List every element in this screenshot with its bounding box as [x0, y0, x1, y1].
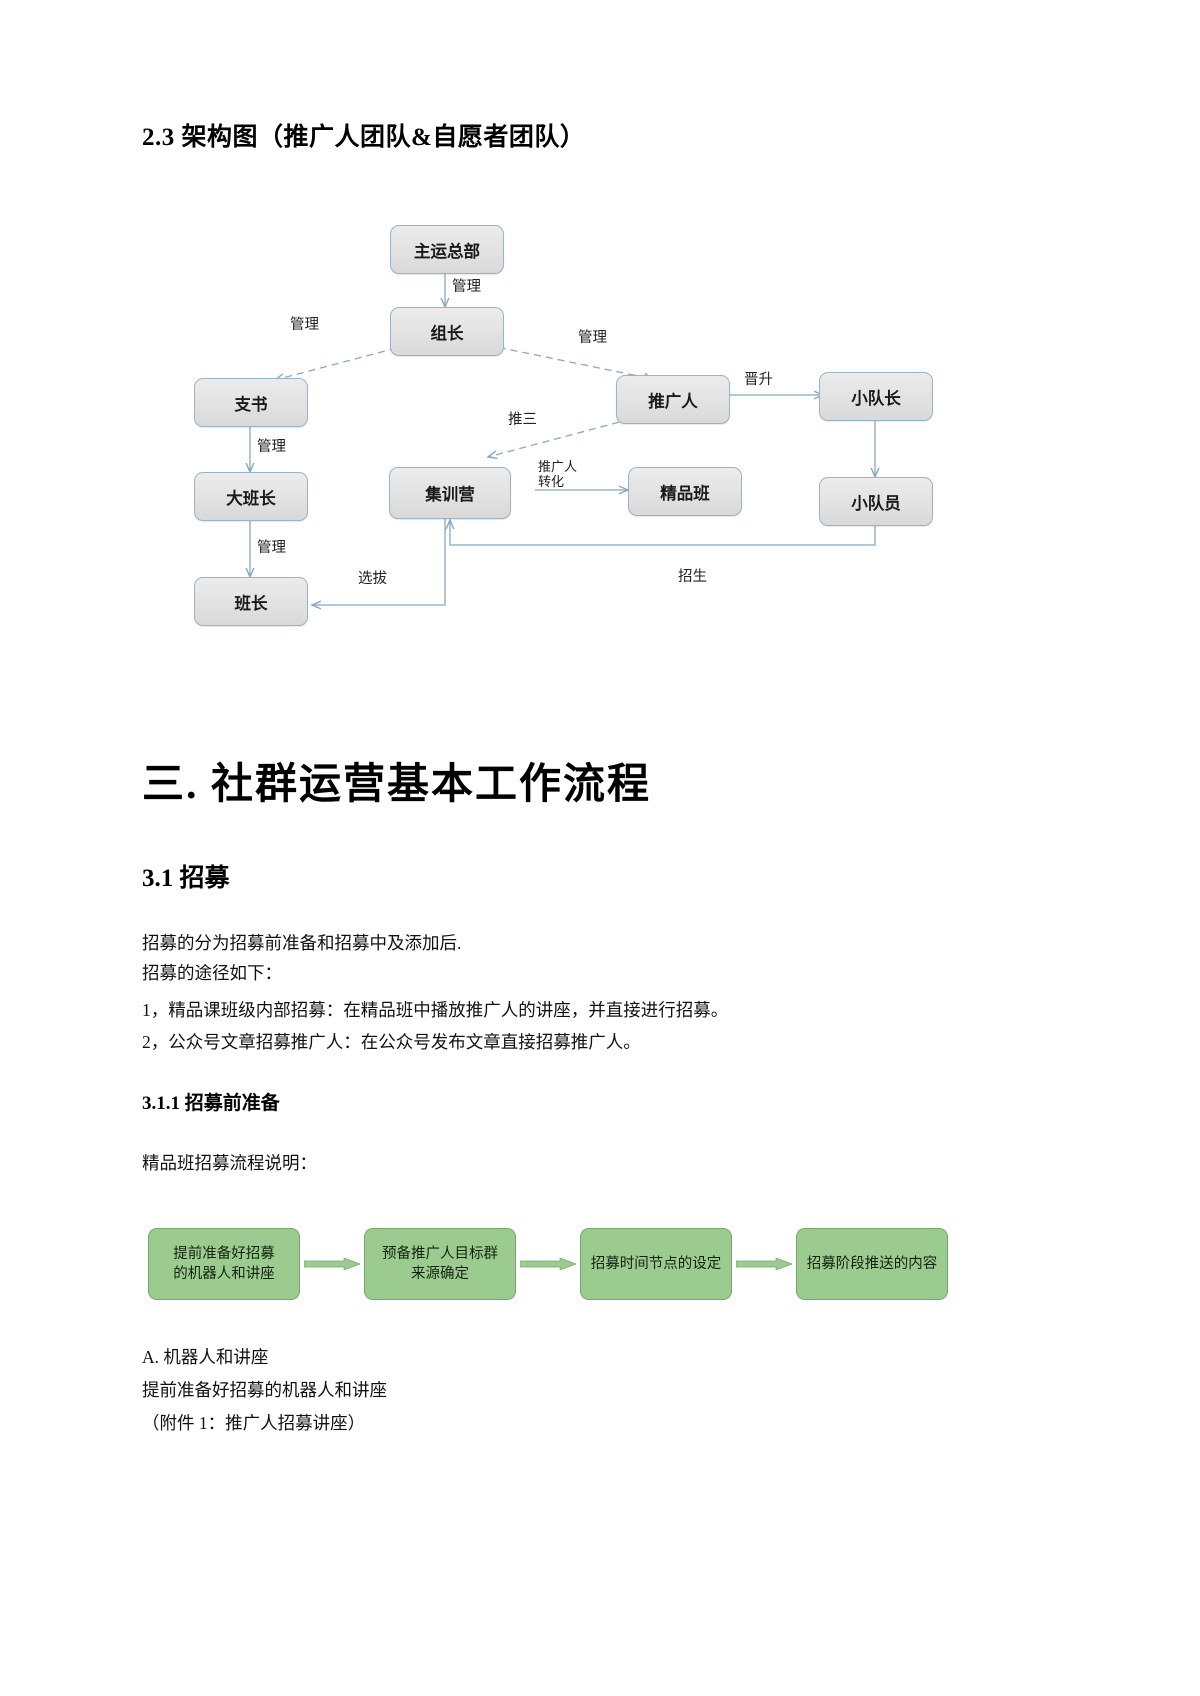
edge-label-hq-grouplead: 管理: [452, 279, 481, 295]
edge-label-secretary-bigmonitor: 管理: [257, 439, 286, 455]
org-node-bigmonitor[interactable]: 大班长: [194, 472, 308, 521]
org-node-squadmember[interactable]: 小队员: [819, 477, 933, 526]
recruit-flow-diagram: 提前准备好招募 的机器人和讲座 预备推广人目标群 来源确定 招募时间节点的设定 …: [148, 1228, 988, 1308]
heading-3-1: 3.1 招募: [142, 865, 230, 892]
paragraph-after-0: A. 机器人和讲座: [142, 1347, 269, 1367]
flow-arrow-2: [520, 1258, 576, 1270]
org-node-promoter[interactable]: 推广人: [616, 375, 730, 424]
heading-2-3: 2.3 架构图（推广人团队&自愿者团队）: [142, 124, 586, 151]
org-node-squadlead[interactable]: 小队长: [819, 372, 933, 421]
paragraph-3-1-3: 2，公众号文章招募推广人：在公众号发布文章直接招募推广人。: [142, 1032, 641, 1052]
paragraph-3-1-1: 招募的途径如下：: [142, 963, 282, 983]
paragraph-after-2: （附件 1：推广人招募讲座）: [142, 1413, 366, 1433]
edge-label-grouplead-secretary: 管理: [290, 317, 319, 333]
flow-step-1[interactable]: 提前准备好招募 的机器人和讲座: [148, 1228, 300, 1300]
org-node-hq[interactable]: 主运总部: [390, 225, 504, 274]
flow-step-4[interactable]: 招募阶段推送的内容: [796, 1228, 948, 1300]
org-node-grouplead[interactable]: 组长: [390, 307, 504, 356]
org-node-camp[interactable]: 集训营: [389, 467, 511, 519]
edge-label-grouplead-promoter: 管理: [578, 330, 607, 346]
org-chart-connectors: [150, 272, 980, 655]
org-node-monitor[interactable]: 班长: [194, 577, 308, 626]
edge-label-bigmonitor-monitor: 管理: [257, 540, 286, 556]
edge-label-camp-elitecls: 推广人 转化: [538, 459, 578, 489]
paragraph-3-1-0: 招募的分为招募前准备和招募中及添加后.: [142, 933, 462, 953]
org-node-secretary[interactable]: 支书: [194, 378, 308, 427]
flow-arrow-3: [736, 1258, 792, 1270]
org-node-elitecls[interactable]: 精品班: [628, 467, 742, 516]
flow-arrow-1: [304, 1258, 360, 1270]
paragraph-flow-intro: 精品班招募流程说明：: [142, 1153, 317, 1173]
edge-label-squadmember-camp: 招生: [678, 569, 707, 585]
org-chart-diagram: 主运总部 组长 支书 推广人 小队长 大班长 集训营 精品班 小队员 班长 管理…: [150, 195, 980, 655]
paragraph-after-1: 提前准备好招募的机器人和讲座: [142, 1380, 387, 1400]
flow-step-3[interactable]: 招募时间节点的设定: [580, 1228, 732, 1300]
heading-section-3: 三. 社群运营基本工作流程: [142, 762, 652, 808]
edge-label-camp-monitor: 选拔: [358, 571, 387, 587]
paragraph-3-1-2: 1，精品课班级内部招募：在精品班中播放推广人的讲座，并直接进行招募。: [142, 1000, 729, 1020]
edge-label-promoter-squadlead: 晋升: [744, 372, 773, 388]
heading-3-1-1: 3.1.1 招募前准备: [142, 1093, 280, 1114]
flow-step-2[interactable]: 预备推广人目标群 来源确定: [364, 1228, 516, 1300]
edge-label-promoter-camp: 推三: [508, 412, 537, 428]
